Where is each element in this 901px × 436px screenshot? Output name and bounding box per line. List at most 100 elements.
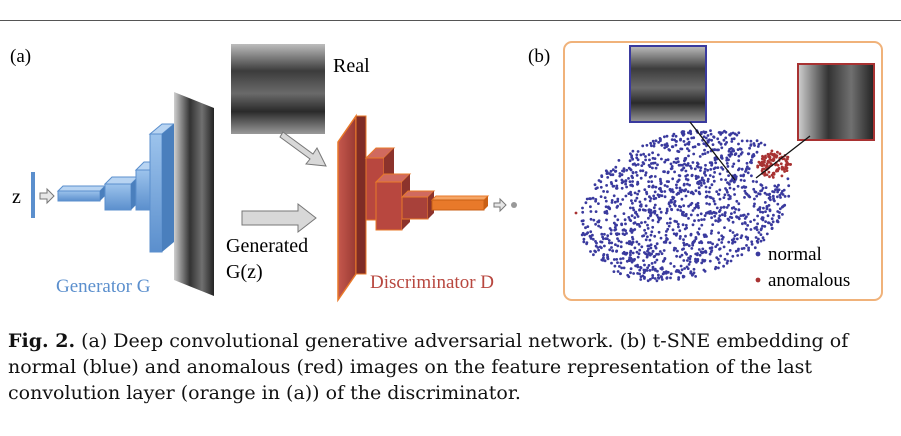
- normal-point: [731, 131, 735, 135]
- normal-point: [713, 211, 717, 215]
- normal-point: [749, 139, 753, 143]
- normal-point: [734, 152, 737, 156]
- normal-point: [649, 246, 653, 250]
- normal-point: [663, 184, 667, 187]
- normal-point: [636, 158, 640, 162]
- normal-point: [635, 174, 639, 177]
- normal-point: [651, 265, 655, 269]
- normal-point: [645, 255, 649, 259]
- normal-point: [705, 202, 709, 205]
- normal-point: [628, 159, 632, 163]
- normal-point: [712, 179, 716, 183]
- normal-point: [696, 213, 700, 217]
- normal-point: [713, 202, 717, 206]
- normal-point: [619, 245, 623, 249]
- normal-point: [655, 252, 658, 256]
- normal-point: [704, 185, 708, 189]
- discriminator-last-layer: [430, 195, 490, 201]
- normal-point: [715, 148, 719, 152]
- real-image: [231, 44, 325, 134]
- normal-point: [703, 152, 707, 156]
- normal-point: [726, 252, 729, 256]
- normal-point: [740, 234, 744, 238]
- normal-point: [609, 181, 613, 184]
- normal-point: [629, 271, 632, 275]
- normal-point: [631, 149, 635, 153]
- normal-point: [728, 186, 732, 190]
- normal-point: [716, 166, 720, 170]
- normal-point: [685, 243, 689, 246]
- normal-point: [629, 227, 633, 231]
- normal-point: [757, 237, 760, 241]
- normal-point: [689, 213, 693, 217]
- normal-point: [716, 243, 719, 247]
- normal-point: [717, 231, 720, 235]
- normal-point: [663, 143, 667, 147]
- normal-point: [684, 234, 687, 238]
- anomalous-point: [778, 152, 782, 156]
- normal-point: [648, 238, 652, 242]
- normal-point: [673, 219, 677, 223]
- normal-point: [704, 163, 707, 167]
- normal-point: [646, 223, 649, 227]
- normal-point: [611, 168, 615, 172]
- normal-point: [704, 251, 708, 254]
- normal-point: [697, 219, 701, 222]
- anomalous-pointer: [755, 135, 811, 179]
- normal-point: [612, 194, 616, 198]
- normal-point: [605, 184, 608, 187]
- normal-point: [654, 196, 658, 200]
- normal-point: [676, 180, 679, 184]
- normal-point: [659, 177, 662, 181]
- normal-point: [648, 199, 652, 203]
- normal-point: [599, 240, 602, 244]
- normal-point: [717, 261, 721, 265]
- generated-image: [174, 92, 214, 296]
- normal-point: [739, 178, 743, 182]
- normal-point: [715, 190, 719, 194]
- normal-point: [727, 218, 731, 222]
- normal-point: [621, 198, 625, 201]
- normal-point: [740, 167, 744, 171]
- normal-point: [650, 180, 654, 184]
- caption-text: (a) Deep convolutional generative advers…: [8, 330, 849, 404]
- normal-point: [759, 141, 763, 145]
- normal-point: [718, 188, 722, 192]
- generated-label-2: G(z): [226, 261, 263, 283]
- normal-point: [777, 188, 781, 192]
- normal-point: [644, 155, 647, 158]
- normal-point: [657, 276, 660, 280]
- normal-point: [679, 235, 682, 238]
- normal-point: [727, 203, 730, 207]
- normal-point: [627, 275, 631, 279]
- normal-point: [659, 275, 663, 278]
- normal-point: [729, 179, 733, 183]
- normal-point: [650, 252, 653, 256]
- normal-point: [757, 142, 761, 146]
- normal-point: [597, 202, 600, 206]
- normal-point: [732, 187, 736, 191]
- anomalous-point: [783, 170, 786, 173]
- normal-point: [608, 241, 611, 245]
- normal-point: [593, 183, 597, 187]
- normal-point: [747, 248, 750, 252]
- normal-point: [695, 253, 699, 257]
- normal-point: [610, 246, 613, 249]
- normal-point: [678, 204, 681, 208]
- normal-point: [636, 182, 640, 186]
- normal-point: [755, 194, 759, 198]
- normal-point: [686, 259, 689, 262]
- normal-point: [608, 248, 612, 252]
- normal-point: [727, 197, 731, 201]
- normal-point: [778, 207, 782, 211]
- normal-point: [684, 188, 688, 192]
- normal-point: [672, 196, 676, 200]
- normal-point: [720, 237, 724, 241]
- generated-arrow: [241, 202, 317, 234]
- anomalous-point: [762, 167, 766, 171]
- normal-point: [740, 247, 744, 251]
- normal-point: [616, 197, 620, 201]
- output-node: [511, 202, 517, 208]
- normal-point: [748, 146, 751, 150]
- normal-point: [768, 209, 772, 213]
